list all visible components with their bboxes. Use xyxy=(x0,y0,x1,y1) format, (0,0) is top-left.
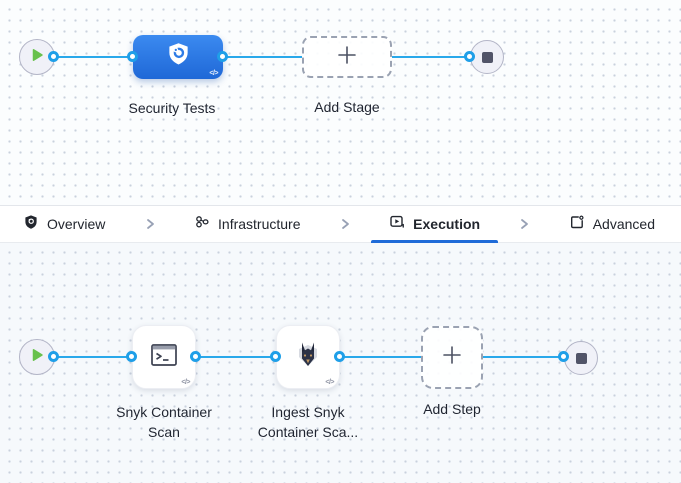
code-view-icon[interactable]: </> xyxy=(181,379,190,386)
stage-node-security-tests[interactable]: </> xyxy=(133,35,223,79)
add-step-label[interactable]: Add Step xyxy=(423,401,481,417)
plus-icon xyxy=(441,344,463,371)
tab-infrastructure[interactable]: Infrastructure xyxy=(176,206,318,242)
code-view-icon[interactable]: </> xyxy=(209,70,218,77)
chevron-right-icon xyxy=(517,206,531,242)
stage-config-tabs: Overview Infrastructure xyxy=(0,205,681,243)
snyk-dog-icon xyxy=(292,339,324,376)
edge-start-to-step1 xyxy=(55,356,133,358)
shield-icon xyxy=(23,214,39,235)
edge-addstage-to-end xyxy=(392,56,470,58)
connector-dot[interactable] xyxy=(558,351,569,362)
execution-end-node xyxy=(564,341,598,375)
connector-dot[interactable] xyxy=(334,351,345,362)
stage-label[interactable]: Security Tests xyxy=(128,100,216,116)
edge-stage-to-addstage xyxy=(223,56,302,58)
code-view-icon[interactable]: </> xyxy=(325,379,334,386)
step-label[interactable]: Ingest Snyk Container Sca... xyxy=(257,404,359,440)
connector-dot[interactable] xyxy=(270,351,281,362)
tab-advanced[interactable]: Advanced xyxy=(551,206,673,242)
edge-step2-to-addstep xyxy=(340,356,421,358)
pipeline-end-node xyxy=(470,40,504,74)
connector-dot[interactable] xyxy=(190,351,201,362)
step-node-snyk-container-scan[interactable]: </> xyxy=(132,325,196,389)
plus-icon xyxy=(336,44,358,71)
connector-dot[interactable] xyxy=(48,351,59,362)
tab-advanced-label: Advanced xyxy=(592,216,655,232)
advanced-icon xyxy=(569,214,585,235)
tab-infrastructure-label: Infrastructure xyxy=(218,216,301,232)
stage-canvas[interactable]: </> Security Tests Add Stage xyxy=(0,0,681,205)
chevron-right-icon xyxy=(143,206,157,242)
connector-dot[interactable] xyxy=(217,51,228,62)
tab-overview-label: Overview xyxy=(47,216,106,232)
edge-start-to-stage xyxy=(55,56,133,58)
add-stage-label[interactable]: Add Stage xyxy=(314,99,380,115)
connector-dot[interactable] xyxy=(127,51,138,62)
step-node-ingest-snyk[interactable]: </> xyxy=(276,325,340,389)
connector-dot[interactable] xyxy=(48,51,59,62)
security-tests-shield-icon xyxy=(165,41,192,73)
stop-icon xyxy=(575,352,587,364)
execution-icon xyxy=(389,214,405,235)
play-icon xyxy=(31,348,44,367)
tab-overview[interactable]: Overview xyxy=(5,206,123,242)
tab-execution-label: Execution xyxy=(413,216,481,232)
connector-dot[interactable] xyxy=(126,351,137,362)
execution-canvas[interactable] xyxy=(0,243,681,483)
stop-icon xyxy=(481,51,493,63)
edge-addstep-to-end xyxy=(483,356,564,358)
chevron-right-icon xyxy=(338,206,352,242)
connector-dot[interactable] xyxy=(464,51,475,62)
add-step-button[interactable] xyxy=(421,326,483,389)
play-icon xyxy=(31,48,44,67)
edge-step1-to-step2 xyxy=(196,356,277,358)
infrastructure-icon xyxy=(194,214,210,235)
terminal-icon xyxy=(148,339,180,376)
tab-execution[interactable]: Execution xyxy=(371,206,498,243)
step-label[interactable]: Snyk Container Scan xyxy=(116,404,212,440)
add-stage-button[interactable] xyxy=(302,36,392,78)
